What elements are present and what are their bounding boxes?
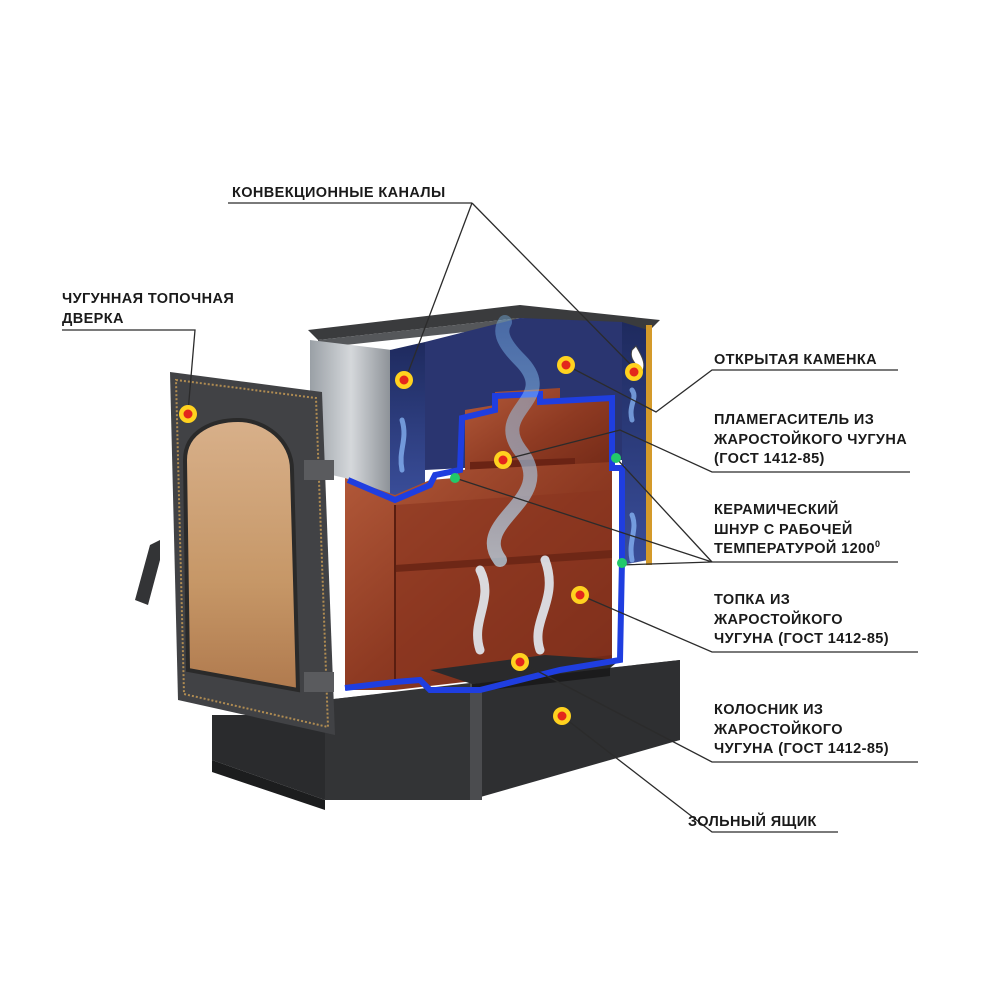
leader-lines xyxy=(62,202,918,833)
label-text: КОЛОСНИК ИЗ xyxy=(714,702,824,718)
label-text: ЧУГУНА (ГОСТ 1412-85) xyxy=(714,741,889,757)
ceramic-cord xyxy=(344,390,625,693)
cast-iron-door xyxy=(135,372,335,735)
label-text: ЖАРОСТОЙКОГО ЧУГУНА xyxy=(714,431,908,448)
label-text: ПЛАМЕГАСИТЕЛЬ ИЗ xyxy=(714,412,875,428)
label-ash-box: ЗОЛЬНЫЙ ЯЩИК xyxy=(688,813,817,833)
label-text: ЧУГУННАЯ ТОПОЧНАЯ xyxy=(62,291,235,307)
marker-firebox xyxy=(571,586,589,604)
marker-cord-2 xyxy=(611,453,621,463)
marker-cord-3 xyxy=(617,558,627,568)
label-text: ШНУР С РАБОЧЕЙ xyxy=(714,521,853,538)
label-text: ЗОЛЬНЫЙ ЯЩИК xyxy=(688,814,817,830)
steel-side-panel xyxy=(310,340,392,495)
right-panel-edge xyxy=(646,325,652,565)
marker-convection-right xyxy=(625,363,643,381)
marker-damper xyxy=(494,451,512,469)
marker-ashbox xyxy=(553,707,571,725)
label-flame-damper: ПЛАМЕГАСИТЕЛЬ ИЗ ЖАРОСТОЙКОГО ЧУГУНА (ГО… xyxy=(714,411,907,470)
label-text: КОНВЕКЦИОННЫЕ КАНАЛЫ xyxy=(232,185,446,201)
marker-heater xyxy=(557,356,575,374)
label-text: ЧУГУНА (ГОСТ 1412-85) xyxy=(714,631,889,647)
label-grate: КОЛОСНИК ИЗ ЖАРОСТОЙКОГО ЧУГУНА (ГОСТ 14… xyxy=(714,701,889,760)
label-firebox: ТОПКА ИЗ ЖАРОСТОЙКОГО ЧУГУНА (ГОСТ 1412-… xyxy=(714,591,889,650)
label-text: ДВЕРКА xyxy=(62,310,124,327)
label-text: ЖАРОСТОЙКОГО xyxy=(714,721,843,738)
marker-grate xyxy=(511,653,529,671)
label-convection-channels: КОНВЕКЦИОННЫЕ КАНАЛЫ xyxy=(232,184,446,204)
superscript-degree: 0 xyxy=(875,539,881,550)
stove-base xyxy=(212,660,680,810)
marker-door xyxy=(179,405,197,423)
callout-markers xyxy=(179,356,643,725)
label-text: КЕРАМИЧЕСКИЙ xyxy=(714,502,839,518)
label-text: ТЕМПЕРАТУРОЙ 12000 xyxy=(714,540,880,560)
label-heater: ОТКРЫТАЯ КАМЕНКА xyxy=(714,351,877,371)
label-text: ОТКРЫТАЯ КАМЕНКА xyxy=(714,352,877,368)
label-text: ТОПКА ИЗ xyxy=(714,592,791,608)
convection-channel-left xyxy=(390,342,425,500)
marker-cord-1 xyxy=(450,473,460,483)
label-text-part: ТЕМПЕРАТУРОЙ 1200 xyxy=(714,541,875,557)
convection-channel-right xyxy=(622,322,648,565)
label-door: ЧУГУННАЯ ТОПОЧНАЯ ДВЕРКА xyxy=(62,290,234,329)
marker-convection-left xyxy=(395,371,413,389)
label-text: (ГОСТ 1412-85) xyxy=(714,451,825,467)
label-text: ЖАРОСТОЙКОГО xyxy=(714,611,843,628)
label-ceramic-cord: КЕРАМИЧЕСКИЙ ШНУР С РАБОЧЕЙ ТЕМПЕРАТУРОЙ… xyxy=(714,501,880,560)
